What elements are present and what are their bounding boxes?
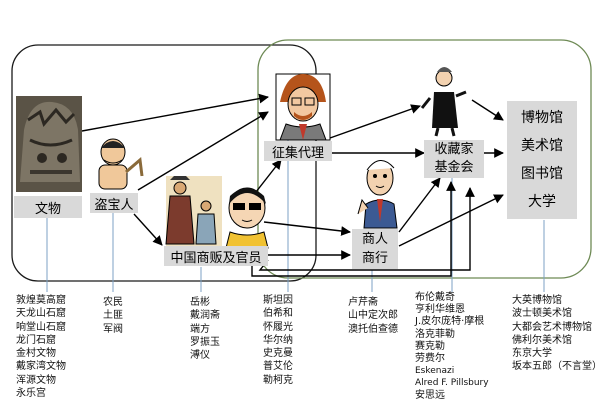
list-item: 浑源文物 [16,374,56,386]
list-item: 佛利尔美术馆 [512,334,572,346]
institution-art-gallery: 美术馆 [521,138,563,154]
list-item: 土匪 [103,310,123,322]
list-item: 亨利华维恩 [415,304,465,316]
list-item: 坂本五郎（不言堂） [512,361,600,373]
artifacts-label: 文物 [34,201,61,217]
list-item: 敦煌莫高窟 [16,295,66,306]
list-item: 天龙山石窟 [16,308,66,320]
leader-lines [46,140,545,292]
merchant-firms-label-line2: 商行 [361,251,388,266]
list-item: 普艾伦 [263,361,293,373]
arrow-collector-fig-to-institutions [471,99,504,121]
collectors-list: 布伦戴奇 亨利华维恩 J.皮尔庞特·摩根 洛克菲勒 赛克勒 劳费尔 Eskena… [415,292,489,402]
left-region-outline [11,44,317,282]
list-item: 溥仪 [190,350,210,362]
list-item: 岳彬 [190,297,210,308]
collecting-agents-label: 征集代理 [271,145,324,161]
tomb-raiders-label: 盗宝人 [94,197,134,213]
right-region-outline [257,39,592,279]
list-item: 山中定次郎 [348,310,398,322]
arrow-firms-to-collectors [398,177,441,233]
list-item: 龙门石窟 [16,334,56,346]
officials-painting [165,176,222,246]
tomb-raider-figure [98,138,144,190]
list-item: 史克曼 [263,348,293,360]
list-item: 永乐宫 [16,388,46,400]
agents-list: 斯坦因 伯希和 怀履光 华尔纳 史克曼 普艾伦 勒柯克 [263,294,293,387]
official-with-sunglasses [225,187,269,249]
arrow-agents-to-collectors [329,104,421,139]
list-item: 端方 [190,323,210,335]
list-item: 戴家湾文物 [16,361,66,373]
arrow-firms-to-institutions [398,194,504,247]
list-item: 斯坦因 [263,295,293,306]
list-item: 大英博物馆 [512,295,562,306]
institution-university: 大学 [528,194,556,210]
merchant-figure [357,160,398,229]
arrow-raiders-to-agents [137,111,269,191]
list-item: 戴润斋 [190,310,220,322]
dealers-officials-node: 中国商贩及官员 [164,246,268,266]
sites-list: 敦煌莫高窟 天龙山石窟 响堂山石窟 龙门石窟 金村文物 戴家湾文物 浑源文物 永… [16,294,66,400]
list-item: 赛克勒 [415,340,445,352]
arrow-dealers-to-collectors [251,181,456,277]
institution-library: 图书馆 [521,166,563,182]
merchant-firms-node: 商人 商行 [352,229,398,269]
list-item: Alred F. Pillsbury [415,378,489,389]
list-item: 大都会艺术博物馆 [512,321,592,333]
list-item: 卢芹斋 [348,297,378,308]
list-item: 华尔纳 [263,334,293,346]
raiders-list: 农民 土匪 军阀 [103,296,123,336]
institution-museum: 博物馆 [521,110,563,126]
list-item: 洛克菲勒 [415,328,455,340]
list-item: 东京大学 [512,348,552,360]
list-item: 劳费尔 [415,353,445,365]
arrow-artifacts-to-agents [81,93,269,132]
list-item: 罗振玉 [190,336,220,348]
list-item: 怀履光 [263,321,293,333]
artifacts-node: 文物 [14,196,82,218]
bronze-artifact-picture [14,96,82,218]
collecting-agents-node: 征集代理 [264,141,332,161]
arrow-raiders-to-dealers [133,213,163,246]
merchant-firms-label-line1: 商人 [361,232,388,247]
list-item: 金村文物 [16,348,56,360]
list-item: 波士顿美术馆 [512,308,572,320]
list-item: 布伦戴奇 [415,292,455,303]
list-item: Eskenazi [415,366,455,377]
list-item: 勒柯克 [263,374,293,386]
list-item: 澳托伯查德 [348,323,398,335]
collector-foundation-label-line1: 收藏家 [434,142,474,157]
collector-foundation-label-line2: 基金会 [434,160,474,175]
list-item: 伯希和 [263,308,293,320]
list-item: 军阀 [103,323,123,335]
list-item: 安思远 [415,389,445,401]
list-item: 响堂山石窟 [16,321,66,333]
firms-list: 卢芹斋 山中定次郎 澳托伯查德 [348,296,398,336]
collecting-agent-portrait [275,73,331,141]
collector-foundation-node: 收藏家 基金会 [424,140,484,178]
dealers-list: 岳彬 戴润斋 端方 罗振玉 溥仪 [190,296,220,362]
list-item: 农民 [103,297,123,308]
dealers-officials-label: 中国商贩及官员 [170,250,262,266]
tomb-raiders-node: 盗宝人 [90,193,138,213]
list-item: J.皮尔庞特·摩根 [415,316,485,328]
collector-figure [420,67,467,137]
arrow-dealers-to-firms [263,221,351,236]
institutions-node: 博物馆 美术馆 图书馆 大学 [507,101,577,219]
museums-list: 大英博物馆 波士顿美术馆 大都会艺术博物馆 佛利尔美术馆 东京大学 坂本五郎（不… [512,294,600,374]
